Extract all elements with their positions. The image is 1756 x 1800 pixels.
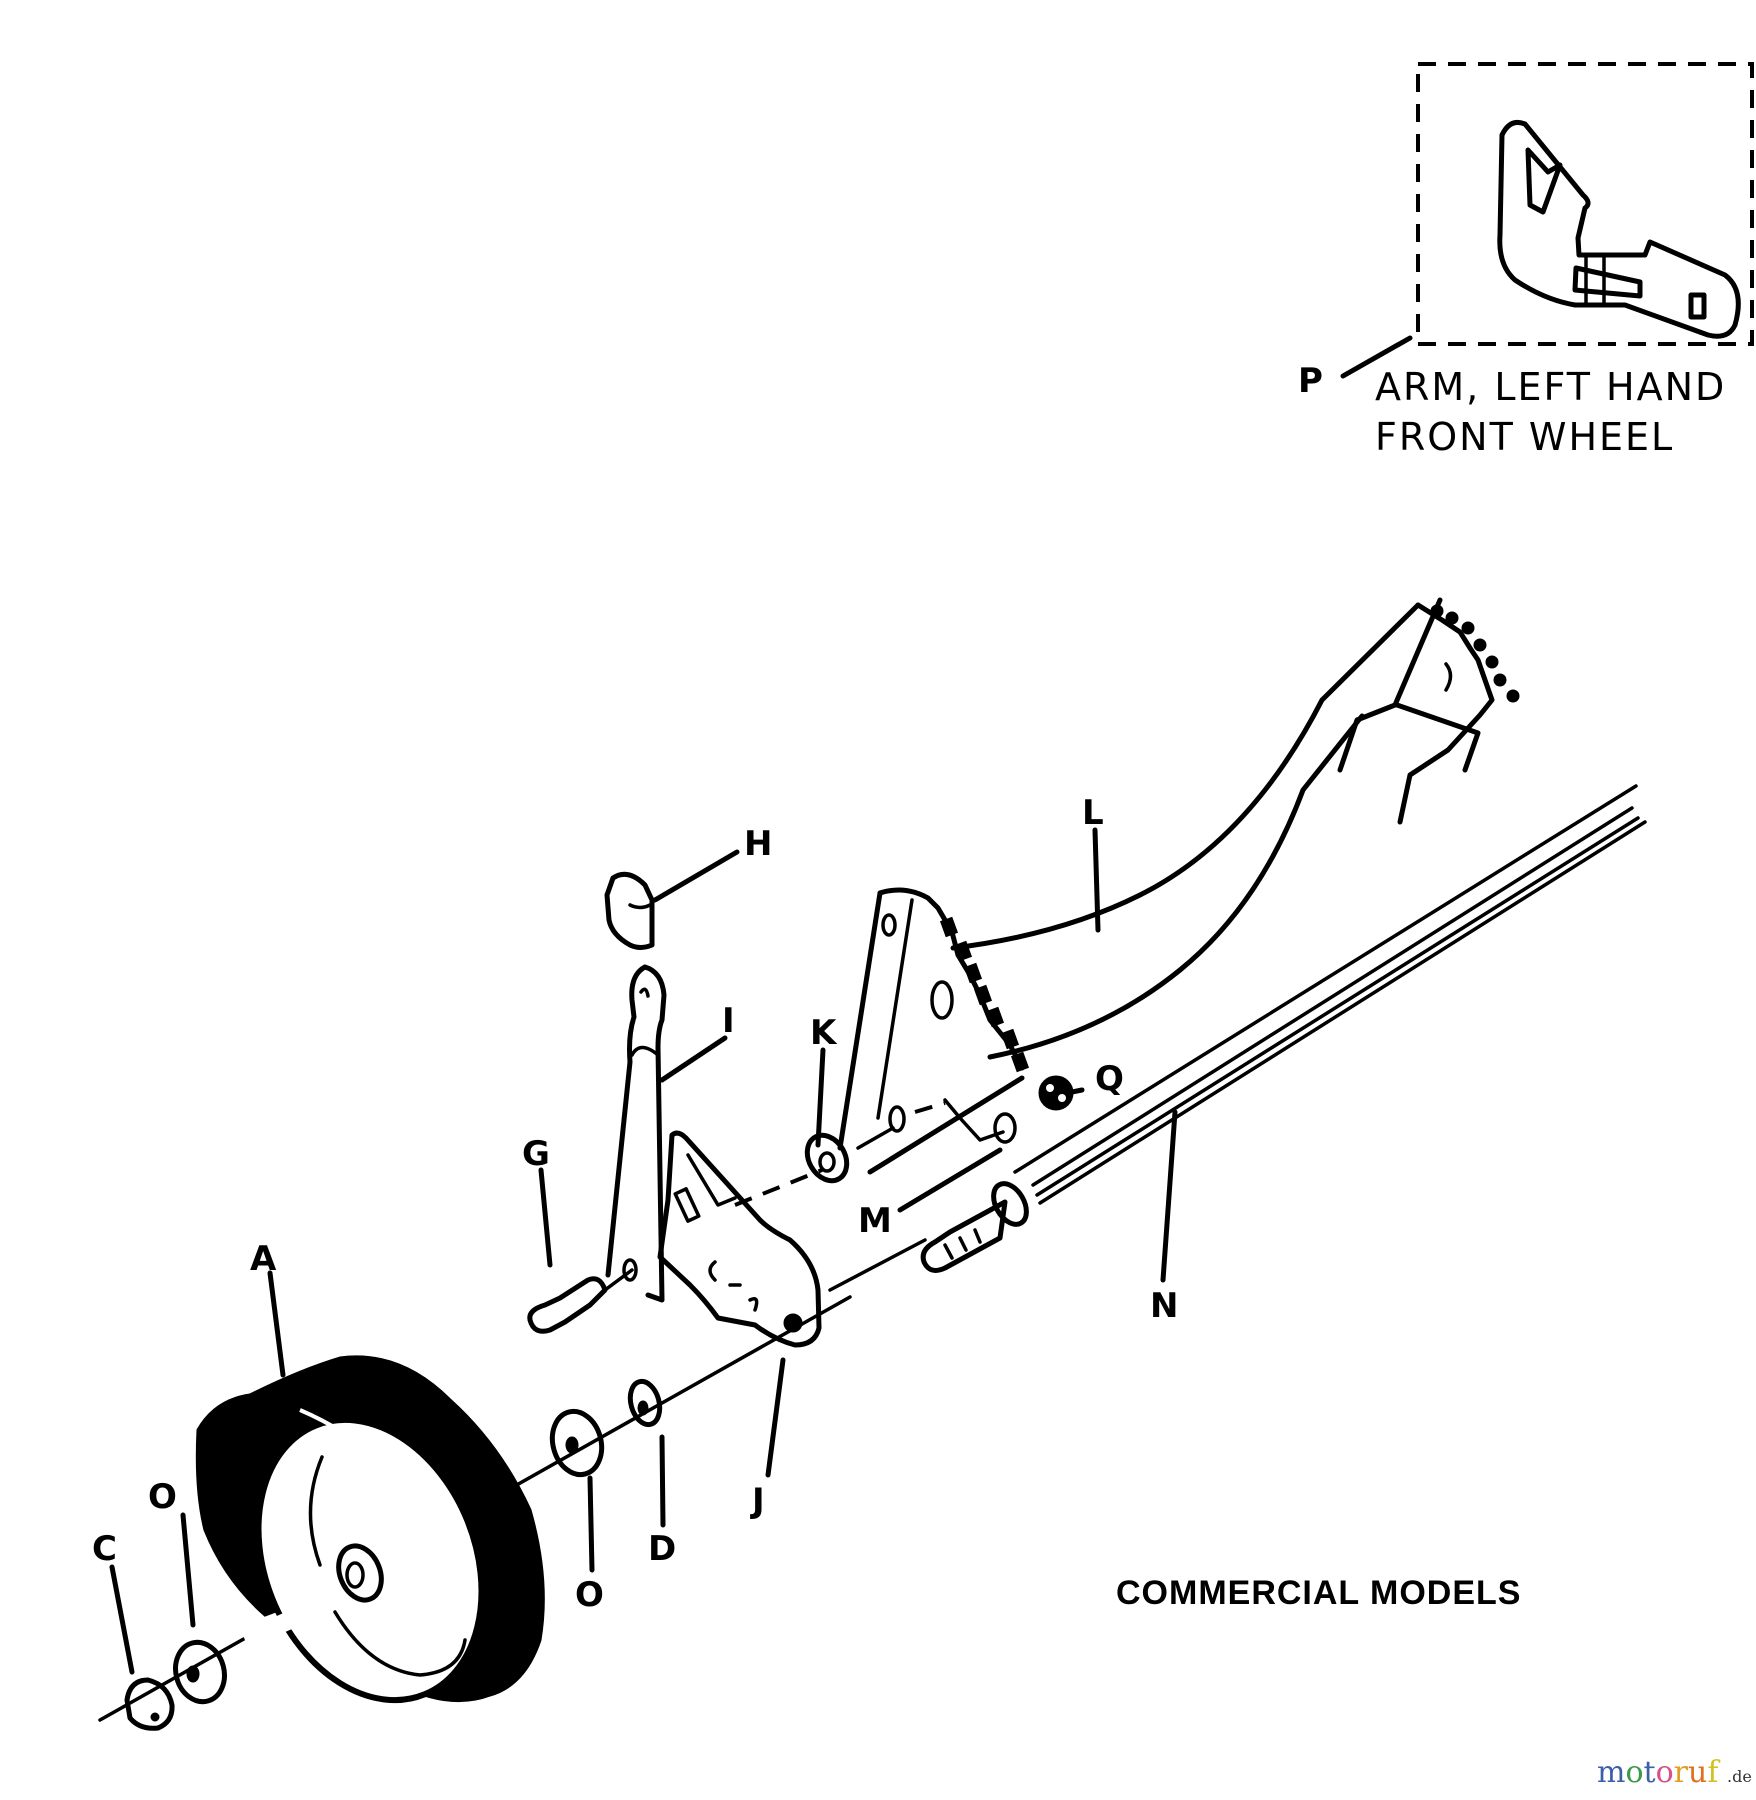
part-M-bolt xyxy=(920,1181,1029,1273)
quadrant-teeth xyxy=(939,916,1030,1073)
part-C-nut xyxy=(124,1677,175,1731)
watermark-letter: r xyxy=(1674,1755,1689,1790)
quadrant-plate xyxy=(837,887,1030,1175)
inset-dashed-box xyxy=(1416,62,1754,346)
callout-L: L xyxy=(1082,793,1104,833)
watermark-letter: u xyxy=(1688,1755,1707,1790)
watermark: motoruf .de xyxy=(1597,1755,1752,1790)
part-I-lever xyxy=(605,964,667,1303)
inset-arm-square-hole xyxy=(1688,292,1707,320)
watermark-letter: m xyxy=(1597,1755,1625,1790)
callout-N: N xyxy=(1150,1286,1178,1326)
inset-caption-line1: ARM, LEFT HAND xyxy=(1375,365,1726,409)
part-O-spacer-outer xyxy=(173,1639,227,1705)
quadrant-pivot xyxy=(856,1098,1017,1150)
axle-tube xyxy=(1013,784,1647,1205)
callout-P: P xyxy=(1298,361,1323,401)
part-G-bolt xyxy=(527,1258,638,1334)
part-J-arm xyxy=(657,1130,823,1348)
callout-D: D xyxy=(648,1529,676,1569)
callout-I: I xyxy=(722,1001,735,1041)
part-H-knob xyxy=(604,871,655,950)
model-note: COMMERCIAL MODELS xyxy=(1116,1574,1521,1612)
callout-Q: Q xyxy=(1095,1059,1124,1099)
inset-arm-slot xyxy=(1525,147,1563,215)
inset-leader-line xyxy=(1340,335,1413,379)
callout-C: C xyxy=(92,1529,117,1569)
watermark-letter: o xyxy=(1656,1755,1674,1790)
callout-O-inner: O xyxy=(575,1575,604,1615)
leader-lines xyxy=(109,827,1178,1675)
inset-arm-stem xyxy=(1584,253,1606,307)
callout-O-outer: O xyxy=(148,1477,177,1517)
part-Q-nut xyxy=(1038,1075,1074,1111)
callout-J: J xyxy=(750,1481,765,1521)
callout-G: G xyxy=(522,1134,550,1174)
inset-arm-outline xyxy=(1497,119,1741,339)
callout-M: M xyxy=(858,1201,892,1241)
height-adjuster-bracket xyxy=(950,597,1520,1060)
part-O-spacer-inner xyxy=(549,1408,605,1478)
watermark-letter: t xyxy=(1644,1755,1656,1790)
wheel-tread-highlight xyxy=(299,1408,467,1621)
inset-arm-left-hand: P ARM, LEFT HAND FRONT WHEEL xyxy=(1298,62,1754,459)
watermark-letter: f xyxy=(1707,1755,1720,1790)
watermark-text: motoruf xyxy=(1597,1755,1720,1790)
watermark-suffix: .de xyxy=(1727,1767,1752,1786)
inset-caption-line2: FRONT WHEEL xyxy=(1375,415,1674,459)
callout-K: K xyxy=(810,1013,838,1053)
part-A-wheel xyxy=(195,1355,545,1704)
part-D-washer xyxy=(627,1378,663,1428)
part-K-washer xyxy=(804,1132,850,1184)
watermark-letter: o xyxy=(1625,1755,1643,1790)
callout-H: H xyxy=(744,824,772,864)
bracket-teeth-top xyxy=(1430,604,1520,703)
inset-arm-tab xyxy=(1572,265,1643,299)
callout-A: A xyxy=(250,1239,277,1279)
